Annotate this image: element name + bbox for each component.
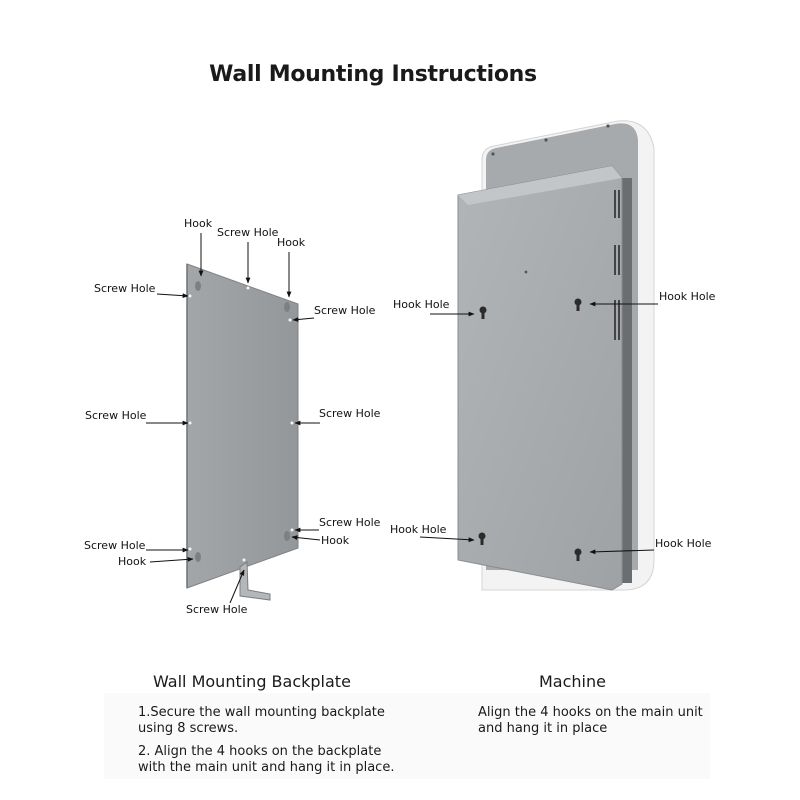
screw-hole-icon bbox=[246, 286, 250, 290]
label-screw-hole-top-center: Screw Hole bbox=[217, 226, 279, 239]
label-screw-hole-bottom-left: Screw Hole bbox=[84, 539, 146, 552]
backplate-step-2: 2. Align the 4 hooks on the backplate wi… bbox=[138, 744, 395, 775]
machine-step-1: Align the 4 hooks on the main unit and h… bbox=[478, 705, 703, 736]
machine-illustration bbox=[457, 120, 655, 591]
machine-heading: Machine bbox=[539, 672, 606, 691]
page-title: Wall Mounting Instructions bbox=[209, 62, 537, 87]
label-screw-hole-top-left: Screw Hole bbox=[94, 282, 156, 295]
backplate-leaders bbox=[146, 233, 321, 604]
label-screw-hole-bottom-right: Screw Hole bbox=[319, 516, 381, 529]
screw-hole-icon bbox=[290, 528, 294, 532]
screw-hole-icon bbox=[288, 318, 292, 322]
keyhole-icon bbox=[478, 298, 582, 561]
instructions-band bbox=[104, 693, 710, 779]
hook-icon bbox=[195, 281, 201, 291]
backplate-illustration bbox=[186, 263, 299, 601]
screw-hole-icon bbox=[188, 547, 192, 551]
machine-back-panel bbox=[457, 165, 623, 591]
label-screw-hole-mid-right: Screw Hole bbox=[319, 407, 381, 420]
screw-icon bbox=[544, 138, 548, 142]
label-hook-top-right: Hook bbox=[277, 236, 306, 249]
label-hook-hole-bottom-left: Hook Hole bbox=[390, 523, 447, 536]
screw-hole-icon bbox=[290, 421, 294, 425]
backplate-plate bbox=[186, 263, 299, 589]
label-hook-top-left: Hook bbox=[184, 217, 213, 230]
label-hook-hole-top-left: Hook Hole bbox=[393, 298, 450, 311]
screw-icon bbox=[606, 124, 610, 128]
bottom-bracket-icon bbox=[239, 561, 271, 601]
label-hook-bottom-right: Hook bbox=[321, 534, 350, 547]
mounting-diagram bbox=[146, 120, 658, 604]
backplate-step-1: 1.Secure the wall mounting backplate usi… bbox=[138, 705, 385, 736]
vent-slots-icon bbox=[614, 190, 620, 340]
screw-hole-icon bbox=[242, 558, 246, 562]
label-screw-hole-bracket: Screw Hole bbox=[186, 603, 248, 616]
label-hook-bottom-left: Hook bbox=[118, 555, 147, 568]
machine-leaders bbox=[419, 301, 658, 555]
hook-icon bbox=[195, 552, 201, 562]
hook-icon bbox=[284, 531, 290, 541]
screw-icon bbox=[491, 152, 495, 156]
hook-icon bbox=[284, 302, 290, 312]
screw-hole-icon bbox=[188, 294, 192, 298]
label-screw-hole-mid-left: Screw Hole bbox=[85, 409, 147, 422]
label-hook-hole-bottom-right: Hook Hole bbox=[655, 537, 712, 550]
label-screw-hole-top-right: Screw Hole bbox=[314, 304, 376, 317]
backplate-heading: Wall Mounting Backplate bbox=[153, 672, 351, 691]
label-hook-hole-top-right: Hook Hole bbox=[659, 290, 716, 303]
screw-hole-icon bbox=[188, 421, 192, 425]
